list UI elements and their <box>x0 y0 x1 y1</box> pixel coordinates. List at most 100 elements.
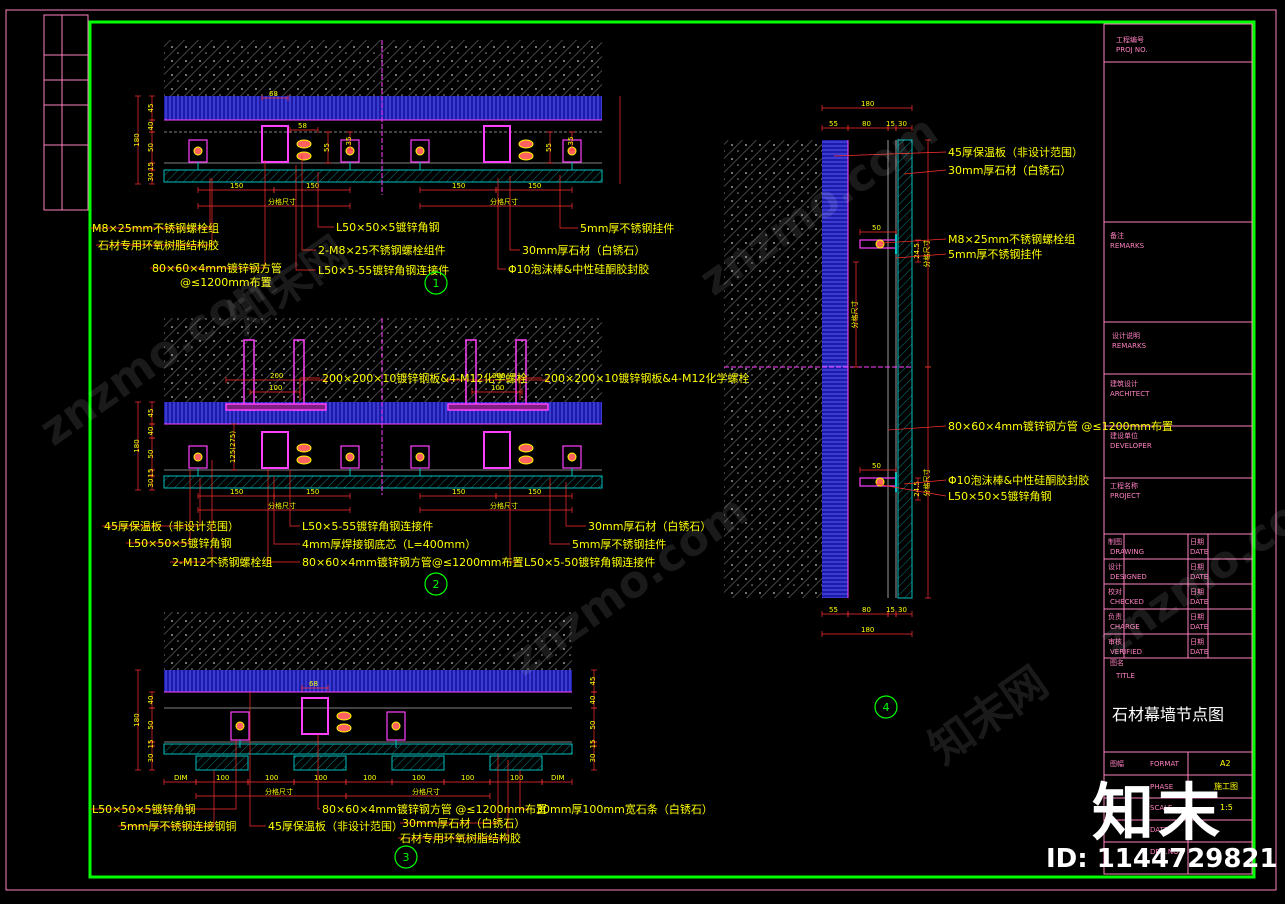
dim-text: 50 <box>147 721 155 730</box>
d3-label: 45厚保温板（非设计范围） <box>268 819 403 833</box>
watermark-logo: 知末 <box>1092 776 1225 849</box>
dim-text: 分格尺寸 <box>412 787 440 796</box>
dim-text: 150 <box>528 182 541 190</box>
dim-text: 15 <box>886 606 895 614</box>
dim-text: 180 <box>861 100 874 108</box>
dim-text: 40 <box>589 696 597 705</box>
d4-stone <box>897 139 913 599</box>
dim-text: 30 <box>147 479 155 488</box>
d3-label: 30mm厚石材（白锈石） <box>402 816 525 830</box>
d2-bolt-2 <box>415 452 425 462</box>
tb-row-date-cn: 日期 <box>1190 638 1204 646</box>
d2-label: 200×200×10镀锌钢板&4-M12化学螺栓 <box>322 371 527 385</box>
sheet-border <box>5 9 1277 891</box>
dim-text: 40 <box>147 122 155 131</box>
conn-bolt-b-0 <box>296 151 312 161</box>
d1-leader <box>497 178 506 270</box>
tb-design-note-en: REMARKS <box>1112 342 1147 350</box>
dim-text: 45 <box>147 104 155 113</box>
dim-text: 100 <box>265 774 278 782</box>
d2-label: L50×50×5镀锌角钢 <box>128 536 232 550</box>
tb-row-date-cn: 日期 <box>1190 538 1204 546</box>
tb-date-en: DATE <box>1150 826 1168 834</box>
d1-leader <box>90 178 211 229</box>
dim-text: 45 <box>589 677 597 686</box>
dim-text: 100 <box>216 774 229 782</box>
d1-leader <box>150 160 266 269</box>
tb-phase-val: 施工图 <box>1214 781 1238 791</box>
d4-label: 30mm厚石材（白锈石） <box>948 163 1071 177</box>
d2-label: 4mm厚焊接钢底芯（L=400mm） <box>302 537 476 551</box>
d4-insulation <box>822 140 848 598</box>
tb-scale-en: SCALE <box>1150 804 1172 812</box>
d1-leader <box>559 175 578 229</box>
d4-leader <box>875 483 947 497</box>
d4-label: Φ10泡沫棒&中性硅酮胶封胶 <box>948 473 1089 487</box>
d1-insulation <box>164 96 602 120</box>
tb-format-en: FORMAT <box>1150 760 1180 768</box>
tb-remarks-cn: 备注 <box>1110 231 1124 240</box>
dim-text: 30 <box>898 120 907 128</box>
d3-bolt-1 <box>391 721 401 731</box>
d4-leader <box>887 425 947 431</box>
d1-tubes <box>261 125 511 163</box>
d2-label: L50×5-55镀锌角钢连接件 <box>302 519 433 533</box>
dim-text: 分格尺寸 <box>268 197 296 206</box>
d4-leader <box>895 253 947 259</box>
tb-row-cn: 校对 <box>1108 587 1122 596</box>
d3-label: 石材专用环氧树脂结构胶 <box>400 831 521 845</box>
d1-label: 30mm厚石材（白锈石） <box>522 243 645 257</box>
d3-leader <box>90 740 237 810</box>
d2-leader <box>549 478 570 545</box>
d1-label: L50×5-55镀锌角钢连接件 <box>318 263 449 277</box>
tb-row-date-cn: 日期 <box>1190 563 1204 571</box>
dim-text: 40 <box>147 427 155 436</box>
d1-leader <box>317 172 334 228</box>
conn-bolt-a-0 <box>296 139 312 149</box>
dim-text: 180 <box>133 439 141 452</box>
d1-bolt-2 <box>415 146 425 156</box>
dim-text: 分格尺寸 <box>922 240 931 268</box>
dim-text: 24.5 <box>913 481 921 497</box>
tb-remarks-en: REMARKS <box>1110 242 1145 250</box>
d1-bolt-0 <box>193 146 203 156</box>
dim-text: 180 <box>861 626 874 634</box>
dim-text: 58 <box>298 122 307 130</box>
tb-row-date-en: DATE <box>1190 623 1208 631</box>
d4-label: L50×50×5镀锌角钢 <box>948 489 1052 503</box>
tb-format-val: A2 <box>1220 759 1231 768</box>
d4-label: 80×60×4mm镀锌钢方管 @≤1200mm布置 <box>948 419 1173 433</box>
dim-text: 100 <box>363 774 376 782</box>
tb-row-date-en: DATE <box>1190 573 1208 581</box>
d2-stone <box>163 475 603 489</box>
d4-leader <box>903 479 947 485</box>
d3-leader <box>519 770 534 810</box>
binding-strip <box>43 14 89 211</box>
dim-text: 分格尺寸 <box>268 501 296 510</box>
dim-text: 50 <box>589 721 597 730</box>
d2-label: 80×60×4mm镀锌钢方管@≤1200mm布置 <box>302 555 524 569</box>
tb-projno-en: PROJ NO. <box>1116 46 1148 54</box>
conn-bolt-a-3 <box>518 443 534 453</box>
dim-text: 100 <box>510 774 523 782</box>
d1-leader <box>509 176 520 251</box>
dim-text: 180 <box>133 713 141 726</box>
d3-insulation <box>164 670 572 692</box>
tb-developer-cn: 建设单位 <box>1110 431 1138 440</box>
d1-concrete <box>164 40 602 96</box>
d2-label: 200×200×10镀锌钢板&4-M12化学螺栓 <box>544 371 749 385</box>
d4-label: 45厚保温板（非设计范围） <box>948 145 1083 159</box>
dim-text: 150 <box>306 182 319 190</box>
tb-row-en: DESIGNED <box>1110 573 1147 581</box>
dim-text: 15 <box>886 120 895 128</box>
d2-leader <box>102 478 201 527</box>
d4-leader <box>881 238 947 244</box>
d3-label: L50×50×5镀锌角钢 <box>92 802 196 816</box>
d2-leader <box>289 470 300 527</box>
dim-text: 55 <box>829 120 838 128</box>
tb-row-en: CHECKED <box>1110 598 1144 606</box>
dim-text: 15 <box>147 162 155 171</box>
conn-bolt-b-1 <box>518 151 534 161</box>
d2-label: 5mm厚不锈钢挂件 <box>572 537 666 551</box>
